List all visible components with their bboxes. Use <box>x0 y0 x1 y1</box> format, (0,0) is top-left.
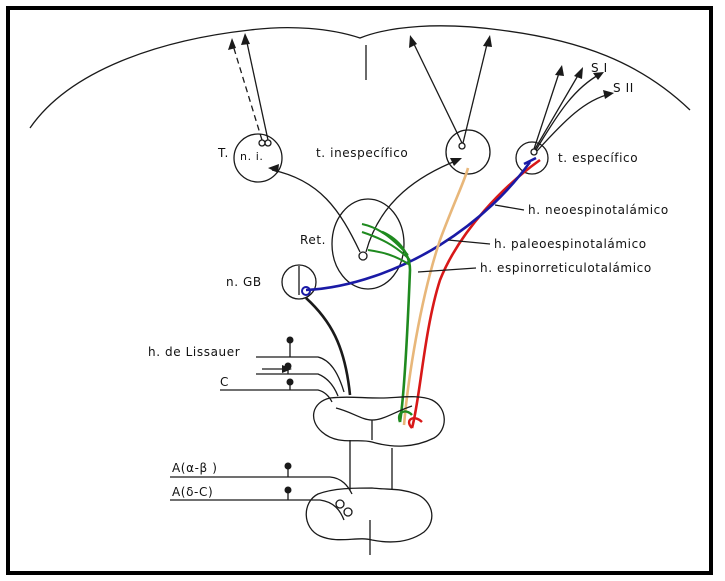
ni-cell-b <box>265 140 271 146</box>
arrowhead-inesp-left <box>409 35 417 48</box>
arrowhead-esp-2 <box>574 67 583 79</box>
ni-projection-solid <box>246 38 268 140</box>
arrowhead-inesp-right <box>483 35 492 47</box>
label-a-alpha-beta: A(α-β ) <box>172 461 218 475</box>
label-t-especifico: t. específico <box>558 151 638 165</box>
ganglion-3 <box>287 379 294 386</box>
dorsal-horn-cell-a <box>336 500 344 508</box>
label-espinorreticulotalamico: h. espinorreticulotalámico <box>480 261 652 275</box>
label-c: C <box>220 375 229 389</box>
thalamus-inespecifico-circle <box>446 130 490 174</box>
arrowhead-dashed <box>228 38 236 50</box>
arrowhead-esp-1 <box>555 65 564 76</box>
inespecifico-cell <box>459 143 465 149</box>
label-neoespinotalamico: h. neoespinotalámico <box>528 203 669 217</box>
especifico-projection-2 <box>535 72 580 149</box>
spinal-cord-upper-outline <box>314 397 445 446</box>
label-ret: Ret. <box>300 233 326 247</box>
dorsal-horn-cell-b <box>344 508 352 516</box>
label-paleoespinotalamico: h. paleoespinotalámico <box>494 237 647 251</box>
a-delta-c-fiber <box>170 500 344 520</box>
cortex-outline <box>30 26 690 128</box>
neoespinotalamico-red-tract <box>412 160 540 428</box>
label-t: T. <box>217 146 229 160</box>
reticular-cell <box>359 252 367 260</box>
label-ngb: n. GB <box>226 275 262 289</box>
c-fiber <box>220 390 332 402</box>
label-s2: S II <box>613 81 634 95</box>
lissauer-fiber-2 <box>256 374 338 396</box>
red-loop-spinal <box>409 418 422 428</box>
espinorreticulotalamico-green-tract <box>382 232 410 422</box>
ganglion-4 <box>285 463 292 470</box>
arrowhead-ret-ni <box>268 164 279 173</box>
ganglion-1 <box>287 337 294 344</box>
especifico-projection-1 <box>534 70 560 149</box>
label-s1: S I <box>591 61 608 75</box>
leader-espinorret <box>418 268 476 272</box>
especifico-projection-sii <box>537 94 610 151</box>
leader-neo <box>495 205 524 210</box>
inespecifico-projection-right <box>463 40 488 143</box>
label-lissauer: h. de Lissauer <box>148 345 240 359</box>
label-t-inespecifico: t. inespecífico <box>316 146 408 160</box>
ni-cell-a <box>259 140 265 146</box>
ganglion-2 <box>285 363 292 370</box>
label-a-delta-c: A(δ-C) <box>172 485 213 499</box>
leader-paleo <box>448 240 490 244</box>
spinal-cord-lower-outline <box>306 488 432 542</box>
thalamus-especifico-circle <box>516 142 548 174</box>
label-ni: n. i. <box>240 150 264 163</box>
inespecifico-projection-left <box>412 40 462 143</box>
ganglion-5 <box>285 487 292 494</box>
arrowhead-ni-solid <box>241 33 250 45</box>
